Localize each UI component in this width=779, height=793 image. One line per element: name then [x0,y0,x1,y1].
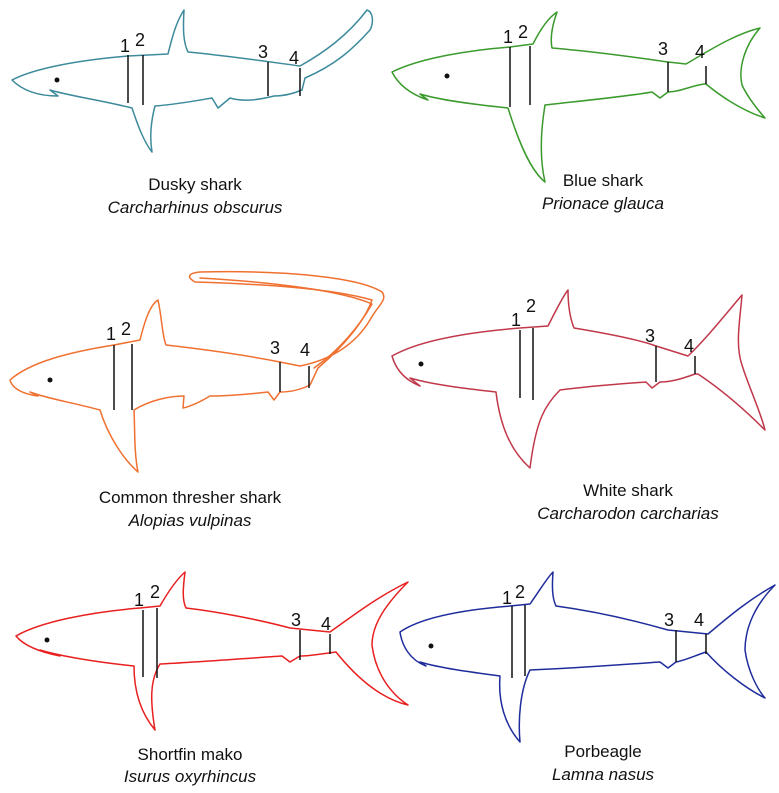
scientific-name: Carcharhinus obscurus [108,198,283,217]
section-label-2: 2 [150,582,160,602]
shark-outline [392,12,765,182]
section-label-1: 1 [134,590,144,610]
shark-mako: 1 2 3 4 Shortfin mako Isurus oxyrhincus [16,572,408,786]
section-label-1: 1 [106,324,116,344]
shark-dusky: 1 2 3 4 Dusky shark Carcharhinus obscuru… [12,10,372,217]
eye [419,362,424,367]
common-name: White shark [583,481,673,500]
scientific-name: Isurus oxyrhincus [124,767,257,786]
eye [445,74,450,79]
scientific-name: Lamna nasus [552,765,655,784]
eye [429,644,434,649]
shark-outline [392,290,765,468]
common-name: Common thresher shark [99,488,282,507]
section-label-4: 4 [321,614,331,634]
shark-blue: 1 2 3 4 Blue shark Prionace glauca [392,12,765,213]
eye [48,378,53,383]
section-label-4: 4 [684,336,694,356]
section-label-2: 2 [135,30,145,50]
common-name: Porbeagle [564,742,642,761]
shark-outline [12,10,372,152]
scientific-name: Carcharodon carcharias [537,504,719,523]
section-label-4: 4 [695,42,705,62]
scientific-name: Alopias vulpinas [128,511,252,530]
section-label-3: 3 [658,39,668,59]
section-label-4: 4 [289,48,299,68]
eye [55,78,60,83]
section-label-3: 3 [258,42,268,62]
shark-outline [400,572,775,742]
section-label-3: 3 [291,610,301,630]
section-label-3: 3 [270,338,280,358]
section-label-2: 2 [121,319,131,339]
scientific-name: Prionace glauca [542,194,664,213]
section-label-2: 2 [518,22,528,42]
section-label-3: 3 [664,610,674,630]
section-label-1: 1 [503,27,513,47]
shark-outline [10,272,384,472]
section-label-1: 1 [511,310,521,330]
shark-porbeagle: 1 2 3 4 Porbeagle Lamna nasus [400,572,775,784]
section-label-3: 3 [645,326,655,346]
section-label-4: 4 [300,340,310,360]
section-label-2: 2 [526,296,536,316]
tail-inner-line [200,278,372,368]
shark-outline [16,572,408,730]
common-name: Shortfin mako [138,745,243,764]
eye [45,638,50,643]
common-name: Dusky shark [148,175,242,194]
common-name: Blue shark [563,171,644,190]
section-label-1: 1 [502,588,512,608]
section-label-1: 1 [120,36,130,56]
shark-white: 1 2 3 4 White shark Carcharodon carchari… [392,290,765,523]
section-label-2: 2 [515,582,525,602]
section-label-4: 4 [694,610,704,630]
shark-thresher: 1 2 3 4 Common thresher shark Alopias vu… [10,272,384,530]
